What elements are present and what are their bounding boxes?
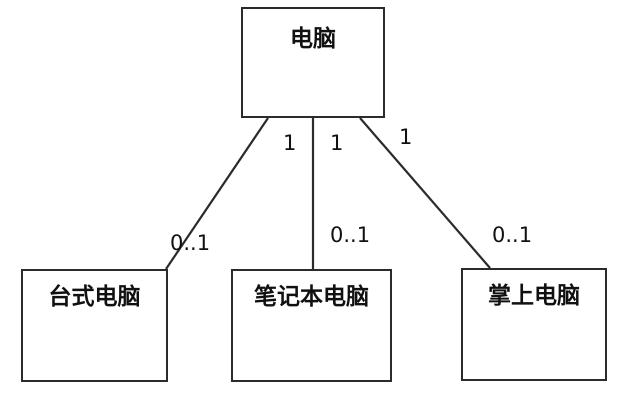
class-box-desktop[interactable]: 台式电脑 — [21, 269, 168, 382]
multiplicity-laptop-end: 0..1 — [330, 223, 371, 247]
class-box-handheld[interactable]: 掌上电脑 — [461, 268, 607, 381]
class-box-laptop[interactable]: 笔记本电脑 — [231, 269, 392, 382]
class-box-handheld-label: 掌上电脑 — [488, 283, 580, 309]
multiplicity-root-handheld: 1 — [399, 125, 413, 149]
class-box-root[interactable]: 电脑 — [241, 7, 385, 118]
connector-root-to-handheld — [359, 117, 491, 269]
multiplicity-desktop-end: 0..1 — [170, 231, 211, 255]
class-box-desktop-label: 台式电脑 — [48, 284, 141, 310]
class-box-root-label: 电脑 — [290, 26, 336, 52]
multiplicity-root-laptop: 1 — [330, 131, 344, 155]
multiplicity-root-desktop: 1 — [283, 131, 297, 155]
connector-root-to-desktop — [165, 117, 269, 270]
multiplicity-handheld-end: 0..1 — [492, 223, 533, 247]
class-box-laptop-label: 笔记本电脑 — [254, 284, 369, 310]
